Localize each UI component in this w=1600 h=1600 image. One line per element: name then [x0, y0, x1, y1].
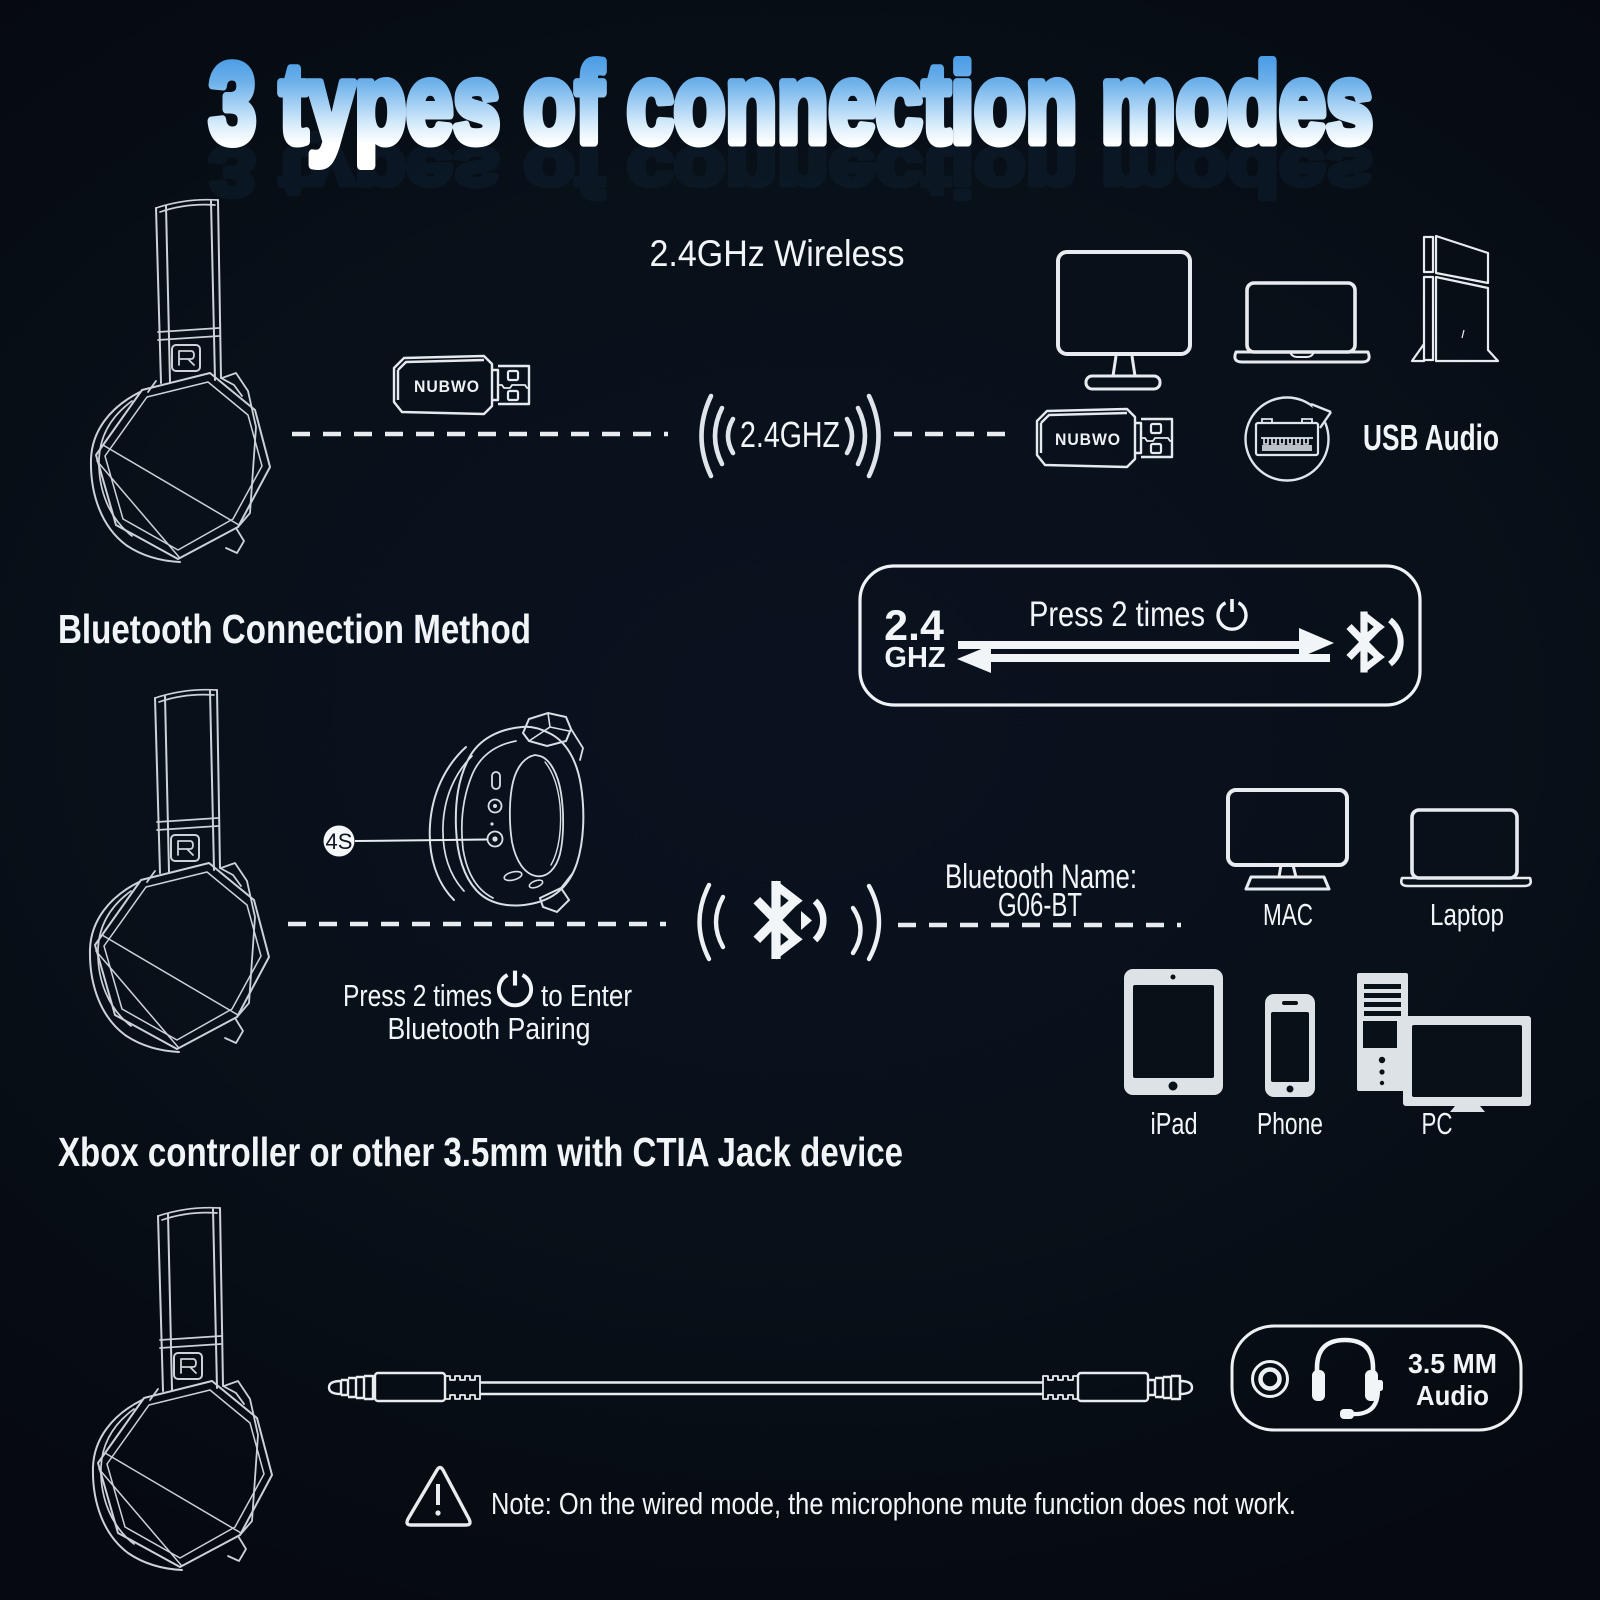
svg-text:USB Audio: USB Audio — [1363, 417, 1499, 458]
svg-text:4S: 4S — [326, 829, 353, 854]
svg-text:Bluetooth Connection Method: Bluetooth Connection Method — [58, 606, 531, 652]
svg-text:Laptop: Laptop — [1430, 897, 1504, 932]
svg-text:Press 2 times: Press 2 times — [1029, 595, 1205, 634]
svg-text:3 types of connection modes: 3 types of connection modes — [209, 41, 1373, 166]
svg-text:Audio: Audio — [1416, 1380, 1489, 1411]
svg-text:NUBWO: NUBWO — [414, 377, 480, 396]
svg-text:Bluetooth Pairing: Bluetooth Pairing — [388, 1011, 591, 1046]
svg-text:Note: On the wired mode, the m: Note: On the wired mode, the microphone … — [491, 1486, 1296, 1521]
svg-text:NUBWO: NUBWO — [1055, 430, 1121, 449]
svg-text:to Enter: to Enter — [541, 978, 632, 1013]
svg-text:Bluetooth Name:: Bluetooth Name: — [945, 858, 1137, 896]
svg-text:iPad: iPad — [1151, 1106, 1198, 1141]
svg-text:Press 2 times: Press 2 times — [343, 978, 492, 1013]
svg-text:Phone: Phone — [1257, 1106, 1323, 1141]
svg-text:3.5 MM: 3.5 MM — [1408, 1348, 1497, 1379]
svg-text:GHZ: GHZ — [884, 642, 945, 674]
svg-text:MAC: MAC — [1263, 897, 1313, 932]
svg-text:2.4GHZ: 2.4GHZ — [740, 414, 840, 455]
svg-text:2.4GHz Wireless: 2.4GHz Wireless — [650, 233, 905, 274]
svg-text:Xbox controller or other 3.5mm: Xbox controller or other 3.5mm with CTIA… — [58, 1129, 903, 1175]
svg-text:PC: PC — [1422, 1106, 1453, 1141]
svg-text:3 types of connection modes: 3 types of connection modes — [209, 133, 1373, 211]
svg-text:2.4: 2.4 — [884, 602, 944, 650]
svg-text:G06-BT: G06-BT — [998, 886, 1082, 923]
